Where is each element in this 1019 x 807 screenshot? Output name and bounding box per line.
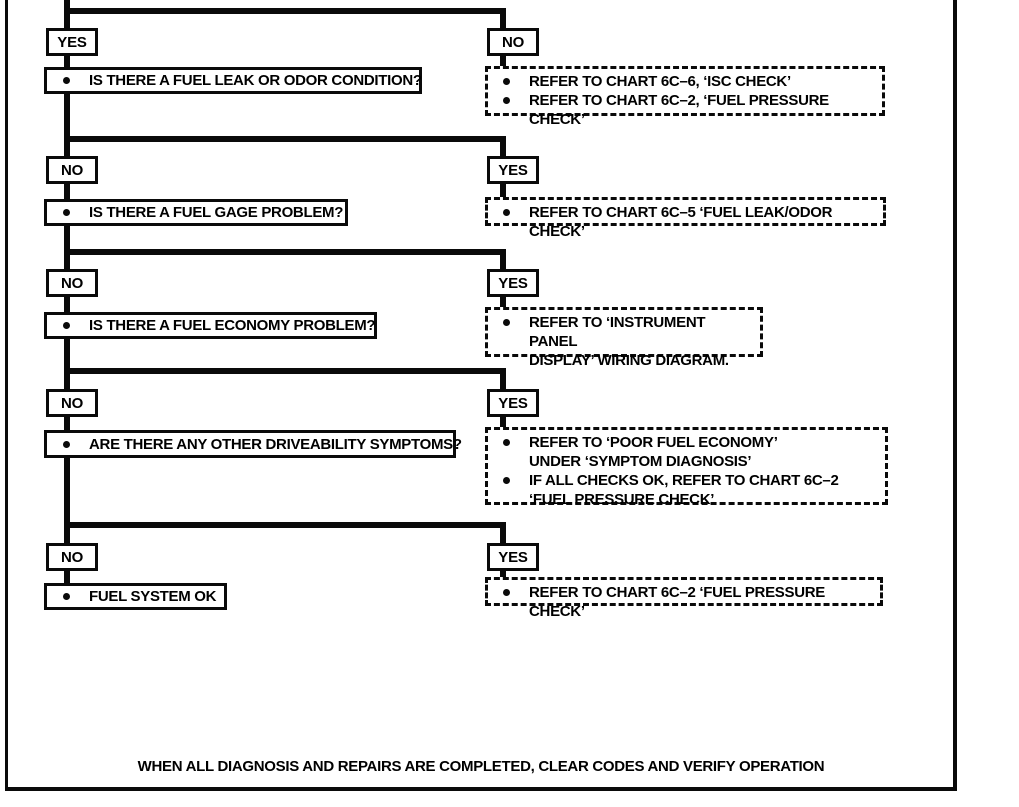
row1-question-box: IS THERE A FUEL LEAK OR ODOR CONDITION? <box>44 67 422 94</box>
row2-right-branch-label: YES <box>487 156 539 184</box>
row2-action-1: REFER TO CHART 6C–5 ‘FUEL LEAK/ODOR CHEC… <box>529 204 833 240</box>
row3-question-text: IS THERE A FUEL ECONOMY PROBLEM? <box>89 317 376 334</box>
row1-right-branch-label: NO <box>487 28 539 56</box>
row5-right-branch-text: YES <box>498 548 528 566</box>
bullet-icon <box>503 319 510 326</box>
row5-left-branch-text: NO <box>60 548 84 566</box>
page-border-right <box>953 0 957 791</box>
bullet-icon <box>63 77 70 84</box>
flow-drop-row2 <box>500 136 506 158</box>
row3-right-branch-text: YES <box>498 274 528 292</box>
row2-left-branch-label: NO <box>46 156 98 184</box>
row4-left-branch-label: NO <box>46 389 98 417</box>
row3-action-box: REFER TO ‘INSTRUMENT PANEL DISPLAY’ WIRI… <box>485 307 763 369</box>
flow-drop-row4 <box>500 368 506 391</box>
action-item: REFER TO CHART 6C–5 ‘FUEL LEAK/ODOR CHEC… <box>498 203 877 241</box>
flow-connector-row5 <box>64 522 506 528</box>
row4-action-box: REFER TO ‘POOR FUEL ECONOMY’ UNDER ‘SYMP… <box>485 427 888 508</box>
row2-right-branch-text: YES <box>498 161 528 179</box>
row5-action-1: REFER TO CHART 6C–2 ‘FUEL PRESSURE CHECK… <box>529 584 825 620</box>
row1-right-branch-text: NO <box>501 33 525 51</box>
row2-left-branch-text: NO <box>60 161 84 179</box>
flow-connector-row1 <box>64 8 506 14</box>
bullet-icon <box>503 439 510 446</box>
footer-instruction: WHEN ALL DIAGNOSIS AND REPAIRS ARE COMPL… <box>137 758 825 775</box>
row2-question-text: IS THERE A FUEL GAGE PROBLEM? <box>89 204 344 221</box>
row3-left-branch-label: NO <box>46 269 98 297</box>
row2-question-box: IS THERE A FUEL GAGE PROBLEM? <box>44 199 348 226</box>
row4-question-box: ARE THERE ANY OTHER DRIVEABILITY SYMPTOM… <box>44 430 462 458</box>
row3-left-branch-text: NO <box>60 274 84 292</box>
flow-connector-row3 <box>64 249 506 255</box>
page-border-bottom <box>5 787 957 791</box>
flow-stub-row1 <box>500 54 506 68</box>
flow-stub-row5 <box>500 569 506 579</box>
bullet-icon <box>503 477 510 484</box>
row4-action-1: REFER TO ‘POOR FUEL ECONOMY’ UNDER ‘SYMP… <box>529 434 778 470</box>
flow-drop-row3 <box>500 249 506 271</box>
row1-action-2: REFER TO CHART 6C–2, ‘FUEL PRESSURE CHEC… <box>529 92 829 128</box>
row4-action-2: IF ALL CHECKS OK, REFER TO CHART 6C–2 ‘F… <box>529 472 839 508</box>
flow-stub-row3 <box>500 295 506 308</box>
flow-drop-row1 <box>500 8 506 30</box>
bullet-icon <box>503 209 510 216</box>
page-border-left <box>5 0 8 791</box>
bullet-icon <box>63 209 70 216</box>
row4-right-branch-label: YES <box>487 389 539 417</box>
row3-action-1: REFER TO ‘INSTRUMENT PANEL DISPLAY’ WIRI… <box>529 314 729 369</box>
flow-drop-row5 <box>500 522 506 545</box>
action-item: REFER TO CHART 6C–2 ‘FUEL PRESSURE CHECK… <box>498 583 874 621</box>
bullet-icon <box>63 440 70 448</box>
action-item: REFER TO ‘POOR FUEL ECONOMY’ UNDER ‘SYMP… <box>498 433 879 471</box>
row4-right-branch-text: YES <box>498 394 528 412</box>
row3-question-box: IS THERE A FUEL ECONOMY PROBLEM? <box>44 312 377 339</box>
row2-action-box: REFER TO CHART 6C–5 ‘FUEL LEAK/ODOR CHEC… <box>485 197 886 240</box>
action-item: REFER TO CHART 6C–6, ‘ISC CHECK’ <box>498 72 876 91</box>
row1-action-1: REFER TO CHART 6C–6, ‘ISC CHECK’ <box>529 73 791 90</box>
row5-result-text: FUEL SYSTEM OK <box>89 588 217 605</box>
row1-question-text: IS THERE A FUEL LEAK OR ODOR CONDITION? <box>89 72 422 89</box>
row5-result-box: FUEL SYSTEM OK <box>44 583 227 610</box>
bullet-icon <box>503 78 510 85</box>
flow-stub-row4 <box>500 415 506 429</box>
row5-left-branch-label: NO <box>46 543 98 571</box>
action-item: IF ALL CHECKS OK, REFER TO CHART 6C–2 ‘F… <box>498 471 879 509</box>
row1-left-branch-text: YES <box>57 33 87 51</box>
row5-right-branch-label: YES <box>487 543 539 571</box>
bullet-icon <box>503 97 510 104</box>
flow-connector-row2 <box>64 136 506 142</box>
row1-left-branch-label: YES <box>46 28 98 56</box>
row4-question-text: ARE THERE ANY OTHER DRIVEABILITY SYMPTOM… <box>89 435 462 453</box>
row3-right-branch-label: YES <box>487 269 539 297</box>
bullet-icon <box>63 593 70 600</box>
row1-action-box: REFER TO CHART 6C–6, ‘ISC CHECK’ REFER T… <box>485 66 885 128</box>
row5-action-box: REFER TO CHART 6C–2 ‘FUEL PRESSURE CHECK… <box>485 577 883 620</box>
action-item: REFER TO ‘INSTRUMENT PANEL DISPLAY’ WIRI… <box>498 313 754 370</box>
flow-connector-row4 <box>64 368 506 374</box>
row4-left-branch-text: NO <box>60 394 84 412</box>
flow-stub-row2 <box>500 182 506 198</box>
action-item: REFER TO CHART 6C–2, ‘FUEL PRESSURE CHEC… <box>498 91 876 129</box>
bullet-icon <box>503 589 510 596</box>
bullet-icon <box>63 322 70 329</box>
